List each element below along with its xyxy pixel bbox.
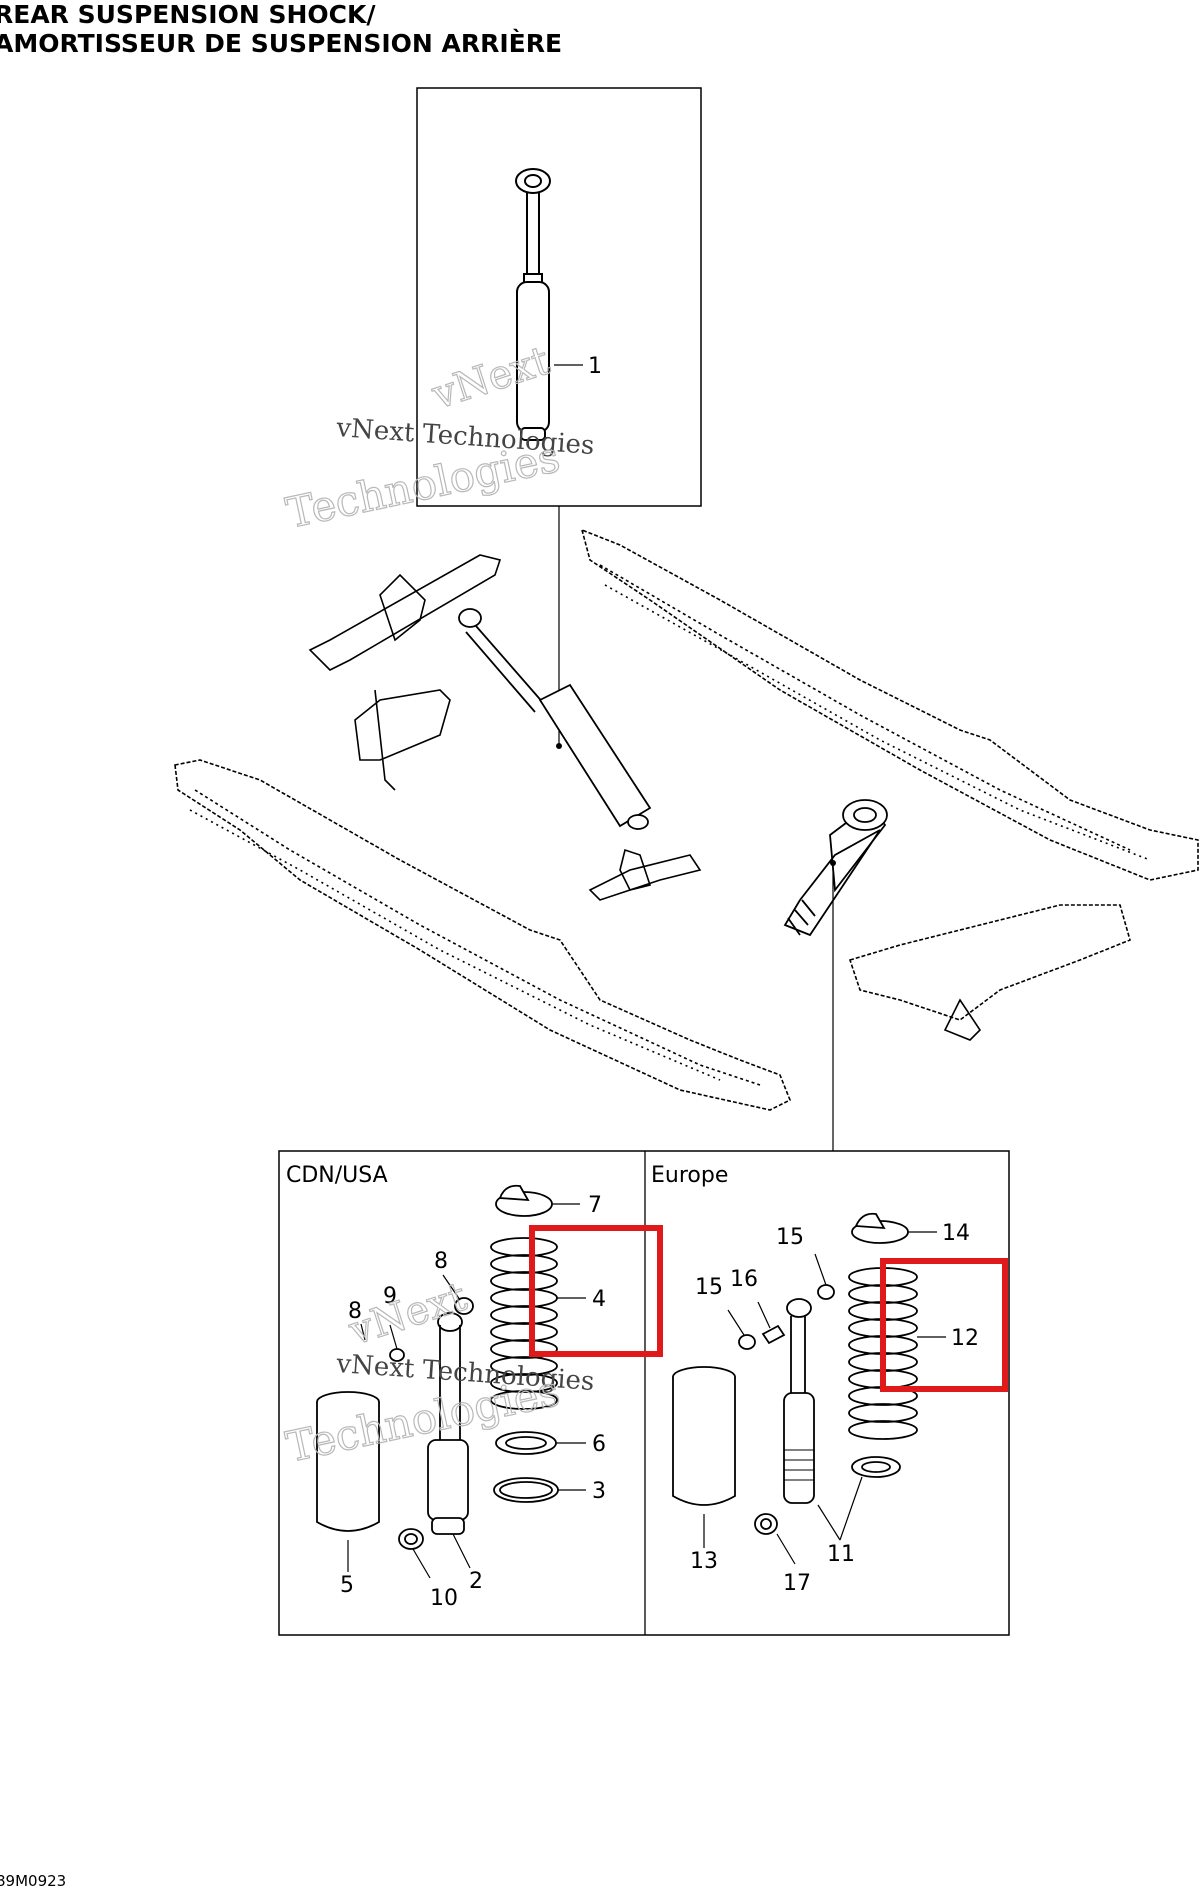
callout-16: 16 xyxy=(730,1267,758,1292)
callout-11: 11 xyxy=(827,1542,855,1567)
cdn-usa-parts xyxy=(316,1184,559,1550)
callout-6: 6 xyxy=(592,1432,606,1457)
inset-box-top xyxy=(416,87,702,746)
callout-13: 13 xyxy=(690,1549,718,1574)
highlight-box-part-4 xyxy=(529,1225,663,1357)
callout-1: 1 xyxy=(588,354,602,379)
suspension-assembly xyxy=(174,528,1199,1111)
shock-in-assembly xyxy=(458,608,652,830)
svg-text:vNext: vNext xyxy=(343,1274,472,1355)
callout-14: 14 xyxy=(942,1221,970,1246)
drawing-code: 89M0923 xyxy=(0,1872,67,1890)
watermark-top: vNext vNext Technologies Technologies xyxy=(281,337,595,538)
callout-4: 4 xyxy=(592,1287,606,1312)
inset-box-bottom xyxy=(278,1150,1010,1636)
callout-5: 5 xyxy=(340,1573,354,1598)
callout-7: 7 xyxy=(588,1193,602,1218)
callout-10: 10 xyxy=(430,1586,458,1611)
callout-12: 12 xyxy=(951,1326,979,1351)
callout-2: 2 xyxy=(469,1569,483,1594)
leader-lines xyxy=(347,1203,946,1579)
region-label-europe: Europe xyxy=(651,1163,728,1188)
callout-15: 15 xyxy=(695,1275,723,1300)
callout-3: 3 xyxy=(592,1479,606,1504)
page-title-english: REAR SUSPENSION SHOCK/ xyxy=(0,0,376,29)
callout-8: 8 xyxy=(348,1299,362,1324)
region-label-cdn-usa: CDN/USA xyxy=(286,1163,388,1188)
shock-absorber-part-1 xyxy=(515,168,551,441)
coil-shock-in-assembly xyxy=(783,799,888,937)
callout-15: 15 xyxy=(776,1225,804,1250)
callout-numbers: 1 7 4 6 3 8 9 8 5 10 2 14 12 15 15 16 13… xyxy=(340,354,979,1611)
highlight-box-part-12 xyxy=(880,1258,1008,1392)
callout-17: 17 xyxy=(783,1571,811,1596)
europe-parts xyxy=(672,1212,918,1535)
callout-9: 9 xyxy=(383,1284,397,1309)
callout-8: 8 xyxy=(434,1249,448,1274)
page-title-french: AMORTISSEUR DE SUSPENSION ARRIÈRE xyxy=(0,29,563,58)
